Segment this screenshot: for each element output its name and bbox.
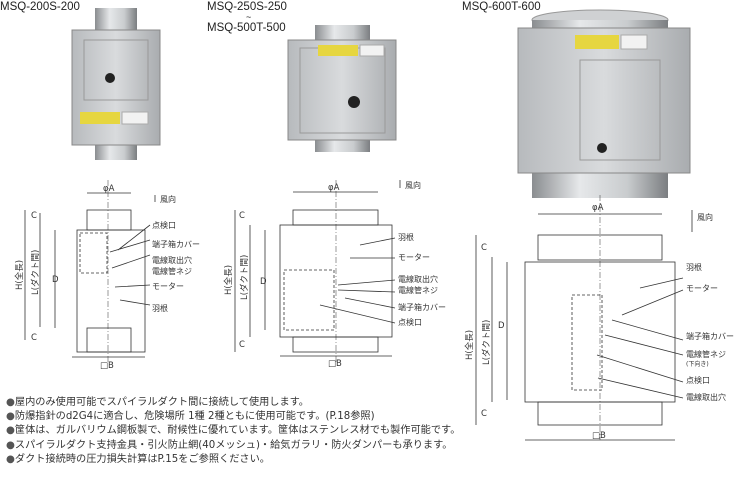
note-item: スパイラルダクト支持金具・引火防止網(40メッシュ)・給気ガラリ・防火ダンパーも… (6, 439, 460, 453)
label-impeller: 羽根 (686, 262, 702, 272)
label-cable-outlet: 電線取出穴 (398, 274, 438, 284)
note-item: 筐体は、ガルバリウム鋼板製で、耐候性に優れています。筐体はステンレス材でも製作可… (6, 424, 461, 438)
feature-notes: 屋内のみ使用可能でスパイラルダクト間に接続して使用します。 防爆指針のd2G4に… (6, 396, 461, 467)
label-cable-outlet: 電線取出穴 (152, 255, 192, 265)
note-item: ダクト接続時の圧力損失計算はP.15をご参照ください。 (6, 453, 460, 467)
label-conduit-screw: 電線管ネジ (398, 285, 438, 295)
dim-square-b: □B (592, 431, 606, 441)
diagram-large-labels: φA 風向 □B H(全長) L(ダクト間) D C C 羽根 モーター 端子箱… (464, 203, 734, 441)
label-motor: モーター (398, 253, 430, 262)
model-title-medium-to: MSQ-500T-500 (207, 22, 286, 34)
model-title-medium-from: MSQ-250S-250 (207, 1, 287, 13)
dimension-diagram-small (24, 180, 156, 362)
dim-square-b: □B (100, 361, 114, 371)
dim-l: L(ダクト間) (30, 250, 41, 295)
dimension-diagram-medium (234, 180, 401, 362)
label-impeller: 羽根 (398, 232, 414, 242)
note-item: 防爆指針のd2G4に適合し、危険場所 1種 2種ともに使用可能です。(P.18参… (6, 410, 460, 424)
dim-l: L(ダクト間) (239, 255, 250, 300)
airflow-label: 風向 (160, 194, 176, 204)
dim-c-bottom: C (481, 409, 487, 419)
dim-c-top: C (239, 211, 245, 221)
model-title-large: MSQ-600T-600 (462, 1, 541, 13)
airflow-label: 風向 (405, 180, 421, 190)
dim-phi-a: φA (328, 183, 340, 193)
label-conduit-screw: 電線管ネジ (152, 266, 192, 276)
diagram-small-labels: φA 風向 □B H(全長) L(ダクト間) D C C 点検口 端子箱カバー … (14, 184, 200, 371)
dim-l: L(ダクト間) (481, 320, 492, 365)
dim-phi-a: φA (103, 184, 115, 194)
dim-c-bottom: C (239, 340, 245, 350)
product-photo-small (71, 8, 161, 160)
label-motor: モーター (686, 284, 718, 293)
label-inspection-port: 点検口 (686, 375, 710, 385)
dim-d: D (52, 275, 59, 285)
dim-h: H(全長) (14, 260, 25, 290)
dim-d: D (260, 277, 267, 287)
dim-square-b: □B (328, 359, 342, 369)
dim-phi-a: φA (592, 203, 604, 213)
label-terminal-box-cover: 端子箱カバー (398, 302, 446, 312)
label-terminal-box-cover: 端子箱カバー (152, 239, 200, 249)
dim-h: H(全長) (223, 265, 234, 295)
label-motor: モーター (152, 282, 184, 291)
dim-c-bottom: C (31, 333, 37, 343)
product-photo-medium (287, 25, 397, 152)
model-title-tilde: ~ (246, 12, 252, 22)
label-inspection-port: 点検口 (152, 220, 176, 230)
dimension-diagram-large (475, 195, 693, 441)
dim-d: D (498, 321, 505, 331)
product-photo-large (517, 9, 691, 198)
note-item: 屋内のみ使用可能でスパイラルダクト間に接続して使用します。 (6, 396, 460, 410)
dim-h: H(全長) (464, 330, 475, 360)
label-impeller: 羽根 (152, 303, 168, 313)
label-conduit-screw: 電線管ネジ (686, 349, 726, 359)
label-cable-outlet: 電線取出穴 (686, 392, 726, 402)
label-conduit-screw-note: (下向き) (686, 360, 709, 368)
label-terminal-box-cover: 端子箱カバー (686, 331, 734, 341)
model-title-small: MSQ-200S-200 (0, 1, 80, 13)
dim-c-top: C (481, 243, 487, 253)
diagram-medium-labels: φA 風向 □B H(全長) L(ダクト間) D C C 羽根 モーター 電線取… (223, 180, 446, 369)
dim-c-top: C (31, 211, 37, 221)
airflow-label: 風向 (697, 212, 713, 222)
label-inspection-port: 点検口 (398, 317, 422, 327)
